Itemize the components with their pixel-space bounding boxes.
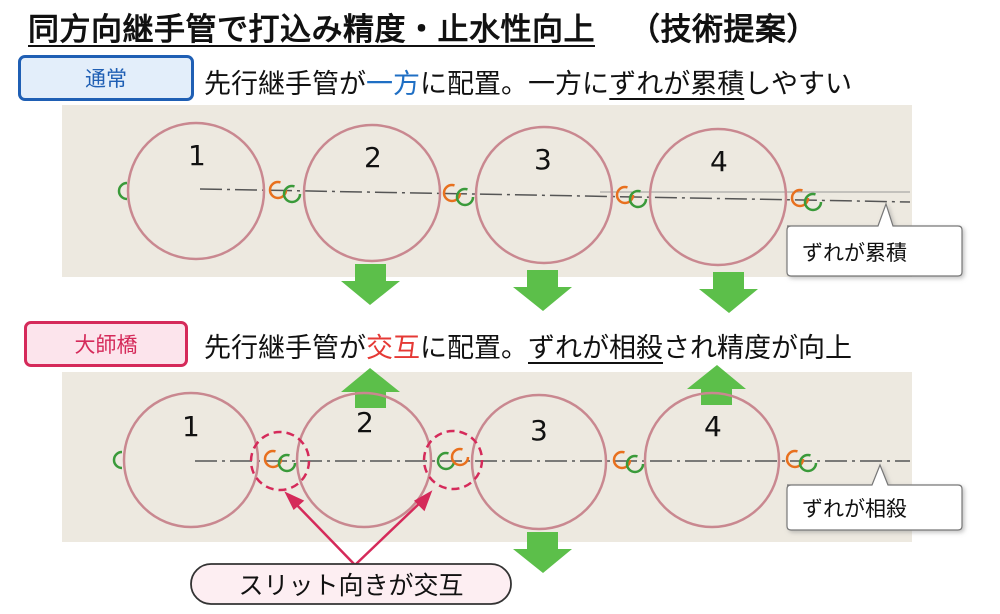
ohashi-joint-2-highlight: [422, 429, 484, 491]
normal-callout: [786, 202, 963, 277]
ohashi-desc-mid: に配置。: [420, 333, 528, 364]
ohashi-diagram-panel: [62, 372, 912, 542]
normal-joint-left: [117, 181, 128, 201]
ohashi-joint-2: [422, 429, 484, 491]
ohashi-desc-suffix: され精度が向上: [663, 333, 852, 364]
up-arrow-1: [341, 368, 400, 408]
ohashi-pile-label-1: 1: [182, 410, 200, 443]
normal-pile-4: [648, 127, 788, 267]
title-main: 同方向継手管で打込み精度・止水性向上: [28, 12, 595, 48]
down-arrow-3: [699, 272, 758, 313]
title-subtitle: （技術提案）: [629, 12, 818, 48]
normal-callout-text: ずれが累積: [802, 241, 907, 265]
normal-diagram-panel: [62, 105, 912, 277]
ohashi-pile-label-4: 4: [704, 410, 722, 443]
page-title: 同方向継手管で打込み精度・止水性向上 （技術提案）: [28, 4, 818, 49]
ohashi-callout-text: ずれが相殺: [802, 497, 907, 521]
normal-desc-prefix: 先行継手管が: [204, 69, 366, 100]
normal-desc-suffix: しやすい: [744, 69, 853, 100]
ohashi-joint-1: [249, 430, 311, 492]
ohashi-desc-prefix: 先行継手管が: [204, 333, 366, 364]
ohashi-desc-underline: ずれが相殺: [528, 333, 663, 364]
ohashi-pile-1: [122, 391, 260, 529]
normal-joint-4: [790, 188, 823, 212]
ohashi-pile-4: [643, 391, 781, 529]
normal-pile-1: [126, 121, 266, 261]
normal-desc-highlight: 一方: [366, 69, 420, 100]
down-arrow-1: [341, 264, 400, 305]
ohashi-joint-left: [112, 450, 123, 470]
normal-desc-mid: に配置。一方に: [420, 69, 610, 100]
normal-desc-underline: ずれが累積: [609, 69, 745, 100]
normal-centerline: [199, 188, 911, 203]
normal-joint-3: [615, 185, 648, 209]
normal-pile-label-3: 3: [534, 143, 552, 176]
down-arrow-bottom: [513, 532, 572, 573]
ohashi-pile-label-3: 3: [530, 414, 548, 447]
ohashi-pile-label-2: 2: [356, 406, 374, 439]
normal-description: 先行継手管が一方に配置。一方にずれが累積しやすい: [204, 62, 852, 101]
slit-label-text: スリット向きが交互: [238, 571, 463, 600]
normal-joint-1: [268, 180, 302, 204]
normal-pile-label-2: 2: [364, 141, 382, 174]
normal-pile-label-1: 1: [188, 139, 206, 172]
normal-pile-2: [302, 123, 442, 263]
ohashi-joint-3: [612, 450, 645, 474]
ohashi-joint-4: [785, 449, 818, 473]
normal-pile-3: [474, 125, 614, 265]
tag-normal: 通常: [18, 55, 194, 101]
ohashi-desc-highlight: 交互: [366, 333, 420, 364]
down-arrow-2: [513, 270, 572, 311]
normal-pile-label-4: 4: [710, 145, 728, 178]
ohashi-pile-3: [470, 393, 608, 531]
ohashi-description: 先行継手管が交互に配置。ずれが相殺され精度が向上: [204, 326, 852, 365]
tag-ohashi: 大師橋: [24, 321, 188, 367]
slit-pointer-lines: [284, 490, 433, 566]
ohashi-joint-1-highlight: [249, 430, 311, 492]
ohashi-callout: [786, 463, 963, 531]
ohashi-pile-2: [295, 391, 433, 529]
normal-joint-2: [442, 183, 475, 207]
slit-label-box: [190, 563, 512, 605]
